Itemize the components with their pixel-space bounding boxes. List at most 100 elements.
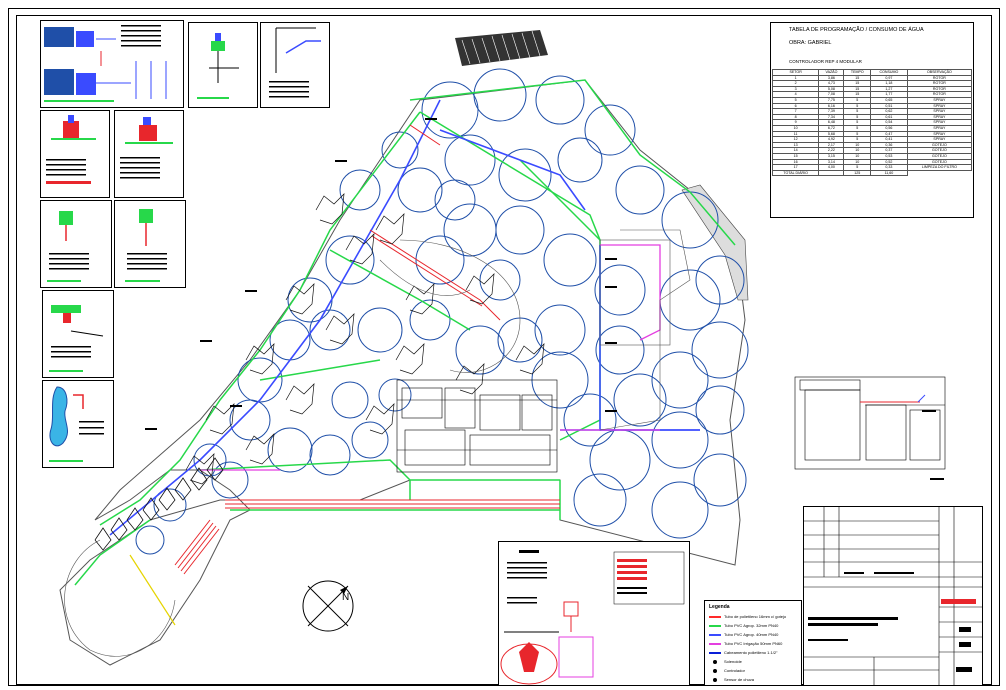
controller-detail: [49, 386, 104, 462]
table-cell: 9: [771, 119, 820, 126]
legend-title: Legenda: [709, 604, 730, 610]
spray-radius: [613, 373, 667, 427]
spray-radius: [434, 179, 476, 221]
legend-label: Sensor de chuva: [724, 677, 755, 682]
shrub-coverage: [158, 487, 176, 511]
rotor-coverage: [285, 283, 315, 315]
legend-swatch: [709, 652, 721, 654]
rotor-detail: [46, 115, 96, 184]
spray-radius: [309, 434, 351, 476]
spray-radius: [331, 381, 369, 419]
rotor-coverage: [245, 343, 275, 375]
water-consumption-table: TABELA DE PROGRAMAÇÃO / CONSUMO DE ÁGUA …: [770, 22, 974, 218]
legend-swatch: [709, 625, 721, 627]
detail-panel-1: [40, 20, 184, 108]
table-cell: 3,86: [818, 74, 845, 82]
legend-swatch: [709, 616, 721, 618]
spray-radius: [339, 169, 381, 211]
table-cell: 4: [771, 91, 820, 98]
rotor-coverage: [325, 313, 355, 345]
detail-panel-2: [188, 22, 258, 108]
spray-radius: [153, 488, 187, 522]
shrub-coverage: [174, 477, 192, 501]
legend-label: Cabeamento polietileno 1.1/2": [724, 650, 778, 655]
table-cell: 3: [771, 85, 820, 93]
table-total-cell: 11,60: [870, 169, 908, 177]
spray-radius: [397, 167, 443, 213]
spray-radius: [573, 473, 627, 527]
table-cell: 7: [771, 108, 820, 115]
spray-radius: [443, 203, 497, 257]
north-arrow: N: [302, 580, 354, 632]
shrub-coverage: [126, 507, 144, 531]
table-cell: 8: [771, 113, 820, 121]
table-header-cell: OBSERVAÇÃO: [906, 69, 973, 76]
table-total-cell: TOTAL DIÁRIO: [771, 169, 820, 177]
rotor-coverage: [455, 363, 485, 395]
rotor-coverage: [345, 233, 375, 265]
detail-panel-6: [40, 200, 112, 288]
spray-radius: [534, 304, 586, 356]
filter-detail: [125, 209, 167, 282]
spray-radius: [455, 325, 505, 375]
sprinkler-detail: [197, 33, 239, 99]
shrub-coverage: [94, 527, 112, 551]
legend-label: Tubo PVC Agrop. 32mm PN40: [724, 623, 779, 628]
table-cell: SPRAY: [906, 113, 973, 121]
legend-label: Tubo PVC Agrop. 40mm PN40: [724, 632, 779, 637]
spray-radius: [444, 134, 496, 186]
table-cell: 7,39: [818, 108, 845, 115]
table-cell: ROTOR: [906, 80, 973, 87]
table-cell: 2: [771, 80, 820, 87]
spray-radius: [615, 165, 665, 215]
table-cell: 7,08: [818, 91, 845, 98]
rotor-coverage: [405, 283, 435, 315]
detail-panel-8: [42, 290, 114, 378]
table-cell: 5: [771, 97, 820, 104]
spray-radius: [229, 399, 271, 441]
spray-radius: [351, 421, 389, 459]
rotor-coverage: [375, 213, 405, 245]
legend-label: Controlador: [724, 668, 745, 673]
detail-panel-4: [40, 110, 110, 198]
spray-radius: [357, 307, 403, 353]
drip-detail: [47, 211, 89, 282]
spray-radius: [693, 453, 747, 507]
rotor-coverage: [185, 453, 215, 485]
spray-radius: [325, 235, 375, 285]
capture-detail-drawing: [500, 550, 685, 685]
legend-swatch: [713, 669, 717, 673]
rotor-coverage: [315, 193, 345, 225]
valve-detail: [49, 305, 104, 372]
capture-detail-panel: [498, 541, 690, 686]
spray-radius: [651, 481, 709, 539]
spray-radius: [309, 309, 351, 351]
spray-radius: [237, 357, 283, 403]
pipe-trench-detail: [269, 27, 321, 98]
table-cell: SPRAY: [906, 102, 973, 110]
detail-panel-9: [42, 380, 114, 468]
rotor-coverage: [365, 403, 395, 435]
table-cell: 6: [771, 102, 820, 110]
detail-panel-5: [114, 110, 184, 198]
rotor-coverage: [515, 343, 545, 375]
spray-radius: [584, 104, 636, 156]
table-cell: 7,34: [818, 113, 845, 121]
table-cell: ROTOR: [906, 85, 973, 93]
rotor-coverage: [245, 433, 275, 465]
spray-radius: [211, 461, 249, 499]
table-header-cell: SETOR: [771, 69, 820, 76]
shrub-coverage: [142, 497, 160, 521]
table-total-cell: 125: [843, 169, 872, 177]
legend: Legenda Tubo de polietileno 16mm c/ gote…: [704, 600, 802, 686]
table-cell: LIMPEZA DO FILTRO: [906, 164, 973, 171]
shrub-coverage: [110, 517, 128, 541]
